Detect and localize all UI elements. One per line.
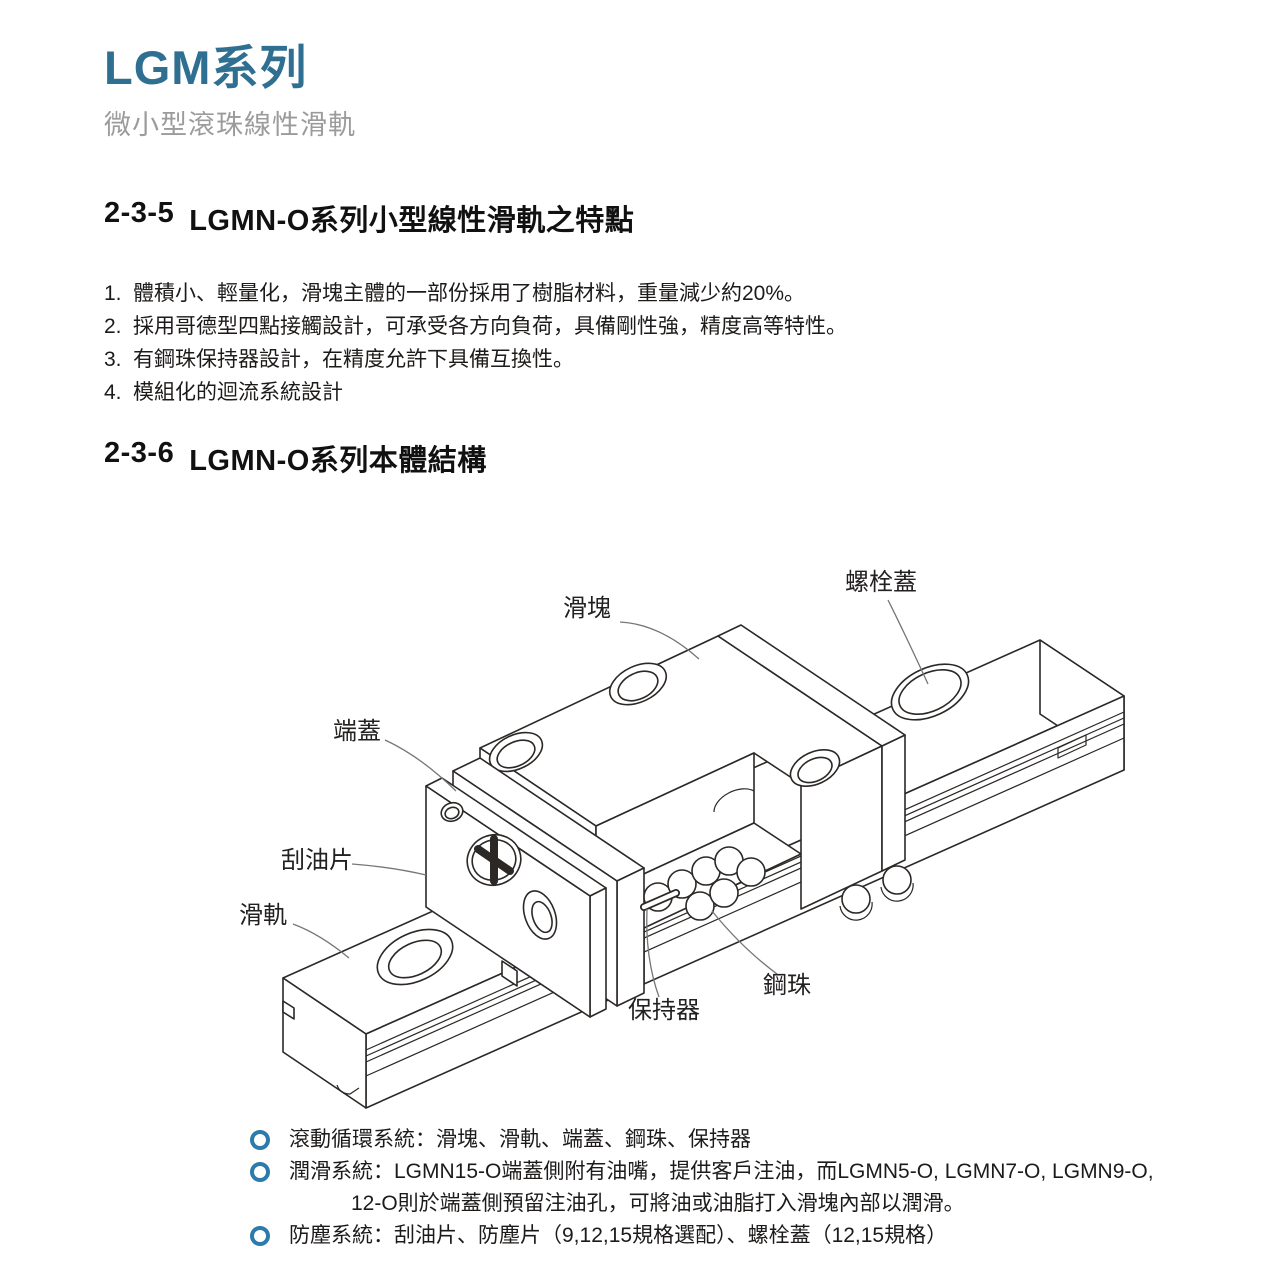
- bullet-ring-icon: [250, 1226, 270, 1246]
- diagram-labels: 滑塊 螺栓蓋 端蓋 刮油片 滑軌 保持器 鋼珠: [239, 569, 917, 1024]
- item-number: 1.: [104, 282, 122, 305]
- label-bolt-cover: 螺栓蓋: [845, 569, 917, 596]
- label-rail: 滑軌: [239, 902, 287, 929]
- list-item: 潤滑系統：LGMN15-O端蓋側附有油嘴，提供客戶注油，而LGMN5-O, LG…: [250, 1156, 1154, 1220]
- label-steel-ball: 鋼珠: [763, 972, 811, 999]
- grease-port-icon: [522, 890, 558, 940]
- section-heading-features: 2-3-5 LGMN-O系列小型線性滑軌之特點: [104, 197, 634, 239]
- note-text: 潤滑系統：LGMN15-O端蓋側附有油嘴，提供客戶注油，而LGMN5-O, LG…: [289, 1160, 1154, 1183]
- system-notes: 滾動循環系統：滑塊、滑軌、端蓋、鋼珠、保持器 潤滑系統：LGMN15-O端蓋側附…: [250, 1124, 1154, 1252]
- list-item: 滾動循環系統：滑塊、滑軌、端蓋、鋼珠、保持器: [250, 1124, 1154, 1156]
- label-oil-scraper: 刮油片: [281, 847, 353, 874]
- list-item: 2. 採用哥德型四點接觸設計，可承受各方向負荷，具備剛性強，精度高等特性。: [104, 310, 847, 343]
- list-item: 1. 體積小、輕量化，滑塊主體的一部份採用了樹脂材料，重量減少約20%。: [104, 277, 847, 310]
- page-subtitle: 微小型滾珠線性滑軌: [104, 109, 356, 140]
- note-text: 防塵系統：刮油片、防塵片（9,12,15規格選配）、螺栓蓋（12,15規格）: [289, 1224, 948, 1247]
- label-slide-block: 滑塊: [563, 595, 611, 622]
- section-title: LGMN-O系列小型線性滑軌之特點: [189, 205, 635, 237]
- list-item: 4. 模組化的迴流系統設計: [104, 376, 847, 409]
- leader-lines: [292, 599, 929, 998]
- retainer-drawing: [640, 889, 680, 911]
- item-number: 4.: [104, 381, 122, 404]
- list-item: 3. 有鋼珠保持器設計，在精度允許下具備互換性。: [104, 343, 847, 376]
- bullet-ring-icon: [250, 1162, 270, 1182]
- label-retainer: 保持器: [628, 997, 700, 1024]
- phillips-screw-icon: [466, 833, 522, 887]
- note-text: 滾動循環系統：滑塊、滑軌、端蓋、鋼珠、保持器: [289, 1128, 751, 1151]
- oil-scraper-drawing: [425, 777, 607, 1018]
- item-text: 採用哥德型四點接觸設計，可承受各方向負荷，具備剛性強，精度高等特性。: [133, 315, 847, 338]
- list-item: 防塵系統：刮油片、防塵片（9,12,15規格選配）、螺栓蓋（12,15規格）: [250, 1220, 1154, 1252]
- item-text: 體積小、輕量化，滑塊主體的一部份採用了樹脂材料，重量減少約20%。: [133, 282, 806, 305]
- item-text: 模組化的迴流系統設計: [133, 381, 343, 404]
- section-title: LGMN-O系列本體結構: [189, 445, 487, 477]
- section-number: 2-3-6: [104, 437, 175, 469]
- bolt-cover-drawing: [890, 663, 970, 721]
- feature-list: 1. 體積小、輕量化，滑塊主體的一部份採用了樹脂材料，重量減少約20%。 2. …: [104, 277, 847, 409]
- item-number: 2.: [104, 315, 122, 338]
- section-heading-structure: 2-3-6 LGMN-O系列本體結構: [104, 437, 487, 479]
- label-end-cap: 端蓋: [333, 718, 381, 745]
- bullet-ring-icon: [250, 1130, 270, 1150]
- page-title: LGM系列: [104, 41, 308, 94]
- section-number: 2-3-5: [104, 197, 175, 229]
- item-text: 有鋼珠保持器設計，在精度允許下具備互換性。: [133, 348, 574, 371]
- note-text-continued: 12-O則於端蓋側預留注油孔，可將油或油脂打入滑塊內部以潤滑。: [351, 1192, 965, 1215]
- item-number: 3.: [104, 348, 122, 371]
- page-header: LGM系列 微小型滾珠線性滑軌: [104, 42, 356, 142]
